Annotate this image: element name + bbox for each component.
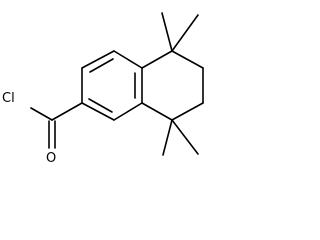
- bond-ring-carbonyl: [51, 102, 83, 121]
- bond-a4-a5: [113, 102, 143, 121]
- bond-c1-c2: [171, 50, 204, 69]
- bond-methyl-1: [161, 12, 173, 52]
- bond-a1-a2: [81, 50, 115, 69]
- chlorine-atom-label: Cl: [2, 91, 15, 106]
- chemical-structure-diagram: Cl O: [2, 12, 204, 166]
- oxygen-atom-label: O: [46, 151, 56, 166]
- bond-carbonyl-chlorine: [30, 107, 53, 121]
- bond-c4-a4: [141, 102, 173, 121]
- bond-a5-a6-inner: [88, 98, 113, 113]
- bond-a1-a2-inner: [89, 58, 114, 73]
- bond-a2-a3: [113, 50, 143, 69]
- bond-a3-c1: [141, 50, 173, 69]
- bond-methyl-4: [171, 119, 199, 155]
- bond-a5-a6: [81, 102, 115, 121]
- bond-methyl-2: [171, 14, 199, 52]
- bond-methyl-3: [162, 119, 173, 156]
- bond-c3-c4: [171, 102, 204, 121]
